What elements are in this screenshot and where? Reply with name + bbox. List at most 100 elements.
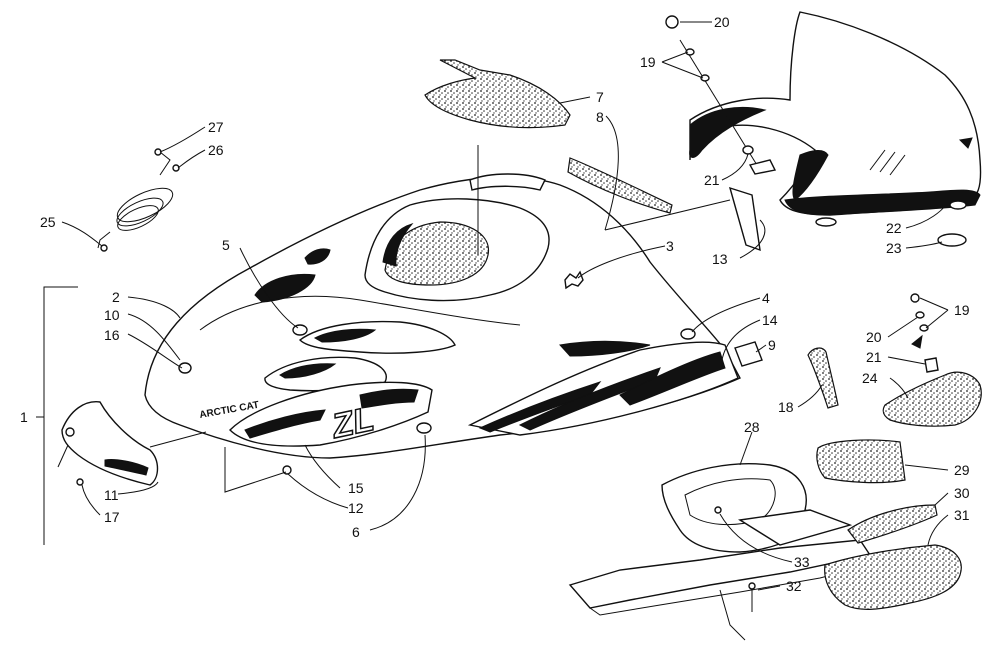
part-8-strip [567, 157, 673, 214]
hood-assembly: ZL ARCTIC CAT [144, 173, 741, 459]
cable-coil-2 [116, 197, 164, 227]
cable-coil-3 [117, 205, 159, 231]
leader-18 [797, 384, 823, 408]
callout-21: 21 [704, 172, 720, 188]
leader-19d [925, 309, 949, 329]
leader-14 [721, 319, 761, 361]
callout-23: 23 [886, 240, 902, 256]
callout-12: 12 [348, 500, 364, 516]
windshield-hatch-2 [879, 151, 896, 173]
leader-13 [739, 219, 766, 259]
front-badge [178, 362, 192, 374]
part-21-grommet-upper [742, 145, 754, 155]
callout-29: 29 [954, 462, 970, 478]
leader-21b [887, 356, 926, 365]
leader-12a [224, 447, 287, 493]
belly-pan-assembly [568, 439, 962, 641]
cable-plug [100, 244, 108, 252]
windshield-foot-right [949, 200, 967, 210]
callout-16: 16 [104, 327, 120, 343]
leader-2 [127, 296, 181, 319]
leader-8 [604, 115, 619, 231]
part-30-pad [847, 504, 938, 544]
part-18-trim [807, 347, 839, 409]
leader-15 [304, 444, 341, 489]
leader-16 [127, 333, 183, 369]
callout-19-lower: 19 [954, 302, 970, 318]
callout-5: 5 [222, 237, 230, 253]
callout-2: 2 [112, 289, 120, 305]
callout-28: 28 [744, 419, 760, 435]
cable-end [172, 164, 180, 172]
leader-24 [889, 377, 909, 399]
callout-21-lower: 21 [866, 349, 882, 365]
left-graphic-stripe-1 [244, 409, 326, 439]
leader-28 [739, 431, 753, 466]
left-graphic-stripe-2 [359, 388, 419, 409]
callout-14: 14 [762, 312, 778, 328]
callout-6: 6 [352, 524, 360, 540]
callout-10: 10 [104, 307, 120, 323]
leader-20b [887, 316, 919, 338]
part-28-tray [738, 509, 853, 546]
part-19-washer-e [919, 324, 929, 332]
callout-20: 20 [714, 14, 730, 30]
callout-1: 1 [20, 409, 28, 425]
part-29-pad [816, 439, 906, 484]
fastener-3 [564, 270, 584, 290]
callout-8: 8 [596, 109, 604, 125]
callout-7: 7 [596, 89, 604, 105]
part-21-arrow-mark [911, 334, 923, 349]
leader-13b [604, 199, 731, 231]
leader-26 [177, 149, 206, 169]
part-19-washer-b [700, 74, 710, 82]
leader-22 [905, 204, 947, 229]
cable-coil-1 [116, 187, 174, 223]
leader-19a [661, 51, 689, 63]
center-scoop-upper [298, 320, 456, 354]
leader-21 [721, 153, 749, 181]
cable-lead [97, 231, 111, 249]
leader-12c [149, 431, 207, 448]
leader-3 [577, 245, 666, 279]
callout-19: 19 [640, 54, 656, 70]
windshield-emblem [958, 137, 973, 149]
leader-31 [927, 514, 949, 546]
leader-25 [61, 221, 103, 247]
part-21-pad-upper [748, 159, 777, 175]
windshield-assembly [689, 11, 982, 227]
leader-4 [691, 297, 761, 333]
right-graphic-2 [518, 367, 661, 431]
leader-lines [36, 21, 949, 591]
callout-17: 17 [104, 509, 120, 525]
leader-23 [905, 241, 943, 249]
part-20-washer-d [915, 311, 925, 319]
windshield-hatch-1 [869, 149, 886, 171]
left-vent-small [304, 248, 331, 265]
part-13-bracket [728, 186, 761, 252]
callout-4: 4 [762, 290, 770, 306]
callout-33: 33 [794, 554, 810, 570]
hood-scoop-line-1 [199, 295, 521, 331]
right-graphic-4 [559, 340, 651, 357]
windshield-frame-lower [784, 189, 981, 216]
leader-32 [757, 585, 781, 591]
part-33-screw [714, 506, 722, 514]
tunnel-frame-leg [719, 589, 746, 641]
callout-labels: 1 2 3 4 5 6 7 8 9 10 11 12 13 14 15 16 1… [20, 14, 970, 594]
part-19-washer-a [685, 48, 695, 56]
callout-9: 9 [768, 337, 776, 353]
part-28-pan-inner [684, 478, 776, 525]
leader-1-bracket [43, 286, 78, 545]
leader-33 [719, 513, 793, 563]
callout-27: 27 [208, 119, 224, 135]
cable-upper-lead [159, 151, 171, 176]
gauge-panel [384, 221, 489, 286]
leader-19c [919, 297, 949, 311]
center-scoop-upper-dark [313, 328, 377, 343]
part-31-pad [824, 544, 962, 610]
callout-15: 15 [348, 480, 364, 496]
leader-19b [661, 61, 704, 79]
callout-31: 31 [954, 507, 970, 523]
part-17-screw [76, 478, 84, 486]
